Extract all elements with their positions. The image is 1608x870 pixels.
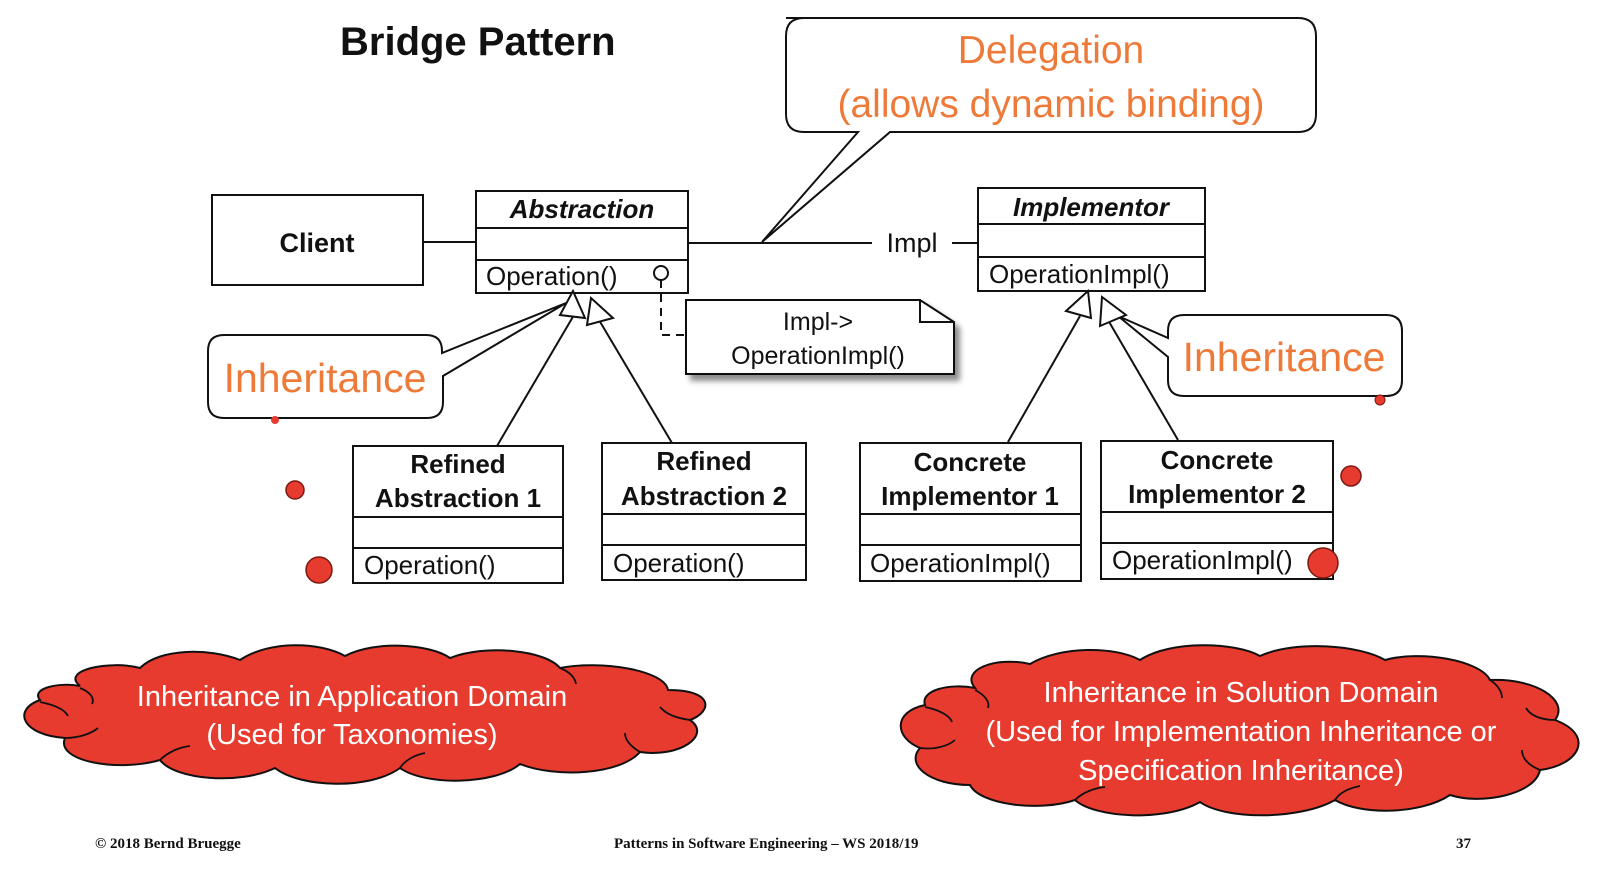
concrete-implementor-2-name-line1: Concrete: [1161, 445, 1274, 475]
implementor-class-box: [977, 187, 1206, 292]
concrete-implementor-1-name-line2: Implementor 1: [881, 481, 1059, 511]
abstraction-class: Abstraction Operation(): [475, 190, 689, 294]
refined-abstraction-2-operation: Operation(): [613, 548, 745, 578]
inheritance-callout-left: Inheritance: [207, 302, 567, 424]
solution-domain-cloud-line3: Specification Inheritance): [1078, 755, 1404, 787]
implementation-note: Impl-> OperationImpl(): [685, 299, 955, 375]
concrete-implementor-1-box: [859, 442, 1082, 582]
refined-abstraction-2-box: [601, 442, 807, 581]
note-line-1: Impl->: [783, 308, 853, 336]
inheritance-callout-right-text: Inheritance: [1183, 334, 1386, 380]
marker-dot: [285, 480, 305, 500]
marker-dots: [285, 465, 1362, 584]
implementor-class: Implementor OperationImpl(): [977, 187, 1206, 292]
delegation-callout-title: Delegation: [958, 29, 1144, 72]
solution-domain-cloud-line2: (Used for Implementation Inheritance or: [986, 716, 1497, 748]
application-domain-cloud-shape: [23, 644, 707, 785]
solution-domain-cloud: Inheritance in Solution Domain (Used for…: [899, 644, 1580, 817]
abstraction-class-box: [475, 190, 689, 294]
generalization-arrow-icon: [1098, 295, 1128, 328]
concrete-implementor-2-name-line2: Implementor 2: [1128, 479, 1306, 509]
generalization-arrow-icon: [585, 295, 616, 327]
client-class-box: [211, 194, 424, 286]
note-connector: [660, 280, 686, 336]
implementor-inheritance: [1007, 288, 1179, 443]
concrete-implementor-1-class: Concrete Implementor 1 OperationImpl(): [859, 442, 1082, 582]
concrete-implementor-2-class: Concrete Implementor 2 OperationImpl(): [1100, 440, 1334, 580]
marker-dot: [305, 556, 333, 584]
concrete-implementor-2-box: [1100, 440, 1334, 580]
footer-copyright: © 2018 Bernd Bruegge: [95, 836, 241, 852]
impl-association-label: Impl: [886, 228, 937, 258]
solution-domain-cloud-line1: Inheritance in Solution Domain: [1044, 677, 1439, 709]
implementor-class-name: Implementor: [1013, 192, 1171, 222]
refined-abstraction-1-class: Refined Abstraction 1 Operation(): [352, 445, 564, 584]
footer-course: Patterns in Software Engineering – WS 20…: [614, 836, 919, 852]
delegation-callout: Delegation (allows dynamic binding): [761, 17, 1317, 243]
application-domain-cloud: Inheritance in Application Domain (Used …: [23, 644, 707, 785]
marker-dot: [271, 416, 279, 424]
inheritance-callout-right: Inheritance: [1117, 314, 1403, 406]
footer-page-number: 37: [1456, 836, 1471, 852]
concrete-implementor-1-name-line1: Concrete: [914, 447, 1027, 477]
abstraction-class-name: Abstraction: [509, 194, 654, 224]
delegation-callout-subtitle: (allows dynamic binding): [837, 83, 1264, 126]
abstraction-operation: Operation(): [486, 261, 618, 291]
refined-abstraction-1-name-line2: Abstraction 1: [375, 483, 541, 513]
inheritance-callout-left-text: Inheritance: [224, 355, 427, 401]
concrete-implementor-1-operation: OperationImpl(): [870, 548, 1051, 578]
application-domain-cloud-line1: Inheritance in Application Domain: [137, 681, 567, 713]
marker-dot: [1374, 394, 1386, 406]
refined-abstraction-1-operation: Operation(): [364, 550, 496, 580]
refined-abstraction-1-box: [352, 445, 564, 584]
concrete-implementor-2-operation: OperationImpl(): [1112, 545, 1293, 575]
implementor-operation: OperationImpl(): [989, 259, 1170, 289]
client-class: Client: [211, 194, 424, 286]
solution-domain-cloud-shape: [899, 644, 1580, 817]
inheritance-callout-right-bubble: [1117, 314, 1403, 397]
generalization-arrow-icon: [1063, 288, 1093, 320]
client-class-name: Client: [279, 228, 354, 258]
generalization-arrow-icon: [558, 288, 587, 320]
note-anchor-icon: [653, 265, 669, 281]
marker-dot: [1340, 465, 1362, 487]
note-box: [685, 299, 955, 375]
abstraction-inheritance: [496, 288, 673, 447]
application-domain-cloud-line2: (Used for Taxonomies): [206, 719, 497, 751]
inheritance-callout-left-bubble: [207, 302, 567, 419]
refined-abstraction-2-name-line1: Refined: [656, 446, 751, 476]
marker-dot: [1307, 547, 1339, 579]
refined-abstraction-1-name-line1: Refined: [410, 449, 505, 479]
slide-title: Bridge Pattern: [340, 20, 616, 64]
refined-abstraction-2-class: Refined Abstraction 2 Operation(): [601, 442, 807, 581]
note-line-2: OperationImpl(): [731, 342, 905, 370]
refined-abstraction-2-name-line2: Abstraction 2: [621, 481, 787, 511]
